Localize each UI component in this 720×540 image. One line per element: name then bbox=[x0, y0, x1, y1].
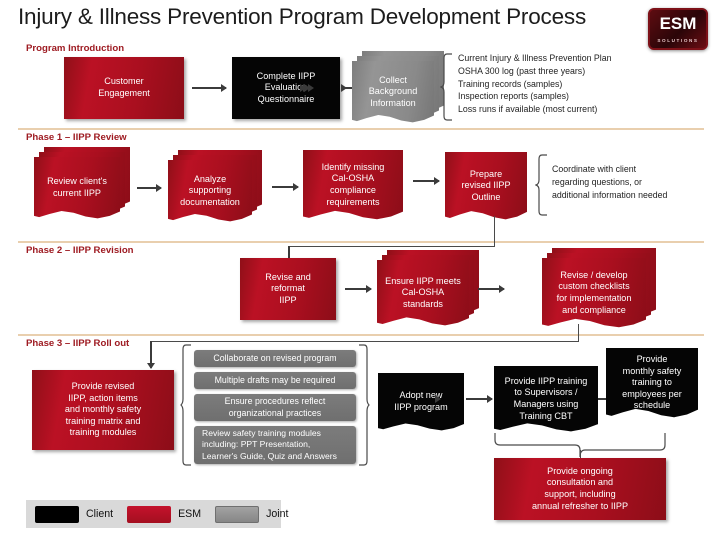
arrow-into-provide-revised-iipp bbox=[150, 341, 152, 368]
joint-item-collaborate[interactable]: Collaborate on revised program bbox=[194, 350, 356, 367]
arrow-into-revise-reformat bbox=[288, 246, 290, 266]
arrow-phase1-2 bbox=[272, 186, 298, 188]
phase-divider-1 bbox=[18, 128, 704, 130]
page-title: Injury & Illness Prevention Program Deve… bbox=[18, 4, 587, 29]
legend: Client ESM Joint bbox=[26, 500, 288, 528]
bottom-strip bbox=[0, 530, 720, 540]
arrow-phase2-1 bbox=[345, 288, 371, 290]
arrow-phase1-3 bbox=[413, 180, 439, 182]
legend-label-joint: Joint bbox=[266, 508, 289, 520]
brace-joint-left bbox=[180, 344, 192, 466]
joint-item-label: Collaborate on revised program bbox=[213, 352, 337, 363]
phase-label-phase1: Phase 1 – IIPP Review bbox=[26, 132, 127, 143]
connector-to-ongoing-support bbox=[580, 450, 582, 460]
phase-divider-3 bbox=[18, 334, 704, 336]
brace-phase1-note bbox=[535, 154, 549, 216]
phase1-note: Coordinate with client regarding questio… bbox=[552, 163, 667, 201]
note-line: regarding questions, or bbox=[552, 176, 642, 187]
phase-label-phase3: Phase 3 – IIPP Roll out bbox=[26, 338, 130, 349]
arrow-phase1-1 bbox=[137, 187, 161, 189]
document-item: Training records (samples) bbox=[458, 78, 563, 89]
brace-joint-right bbox=[358, 344, 370, 466]
joint-item-multiple-drafts[interactable]: Multiple drafts may be required bbox=[194, 372, 356, 389]
joint-item-label: Multiple drafts may be required bbox=[214, 374, 336, 385]
intro-documents-list: Current Injury & Illness Prevention Plan… bbox=[458, 52, 612, 116]
legend-item-esm: ESM bbox=[127, 505, 202, 523]
phase-label-phase2: Phase 2 – IIPP Revision bbox=[26, 245, 134, 256]
note-line: additional information needed bbox=[552, 189, 668, 200]
legend-swatch-joint bbox=[215, 505, 260, 523]
legend-label-client: Client bbox=[86, 508, 114, 520]
esm-logo: ESM SOLUTIONS bbox=[648, 8, 708, 50]
document-item: OSHA 300 log (past three years) bbox=[458, 65, 586, 76]
arrow-phase3-1 bbox=[466, 398, 492, 400]
legend-item-joint: Joint bbox=[215, 505, 289, 523]
connector-phase2-to-phase3-horizontal bbox=[150, 341, 579, 343]
legend-swatch-client bbox=[35, 505, 79, 523]
legend-item-client: Client bbox=[35, 505, 114, 523]
logo-wordmark: ESM bbox=[659, 14, 697, 33]
connector-phase1-to-phase2-horizontal bbox=[288, 246, 495, 248]
document-item: Current Injury & Illness Prevention Plan bbox=[458, 53, 612, 63]
logo-tagline: SOLUTIONS bbox=[657, 38, 699, 43]
note-line: Coordinate with client bbox=[552, 164, 637, 174]
legend-swatch-esm bbox=[127, 505, 172, 523]
legend-label-esm: ESM bbox=[178, 508, 202, 520]
arrow-intro-1 bbox=[192, 87, 226, 89]
connector-phase1-to-phase2-vertical bbox=[494, 216, 496, 247]
document-item: Inspection reports (samples) bbox=[458, 91, 569, 102]
phase-label-intro: Program Introduction bbox=[26, 43, 125, 54]
connector-phase2-to-phase3-vertical bbox=[578, 324, 580, 342]
logo-background bbox=[650, 10, 706, 48]
phase-divider-2 bbox=[18, 241, 704, 243]
document-item: Loss runs if available (most current) bbox=[458, 104, 598, 115]
arrow-phase2-2 bbox=[478, 288, 504, 290]
brace-intro-documents bbox=[440, 53, 454, 121]
